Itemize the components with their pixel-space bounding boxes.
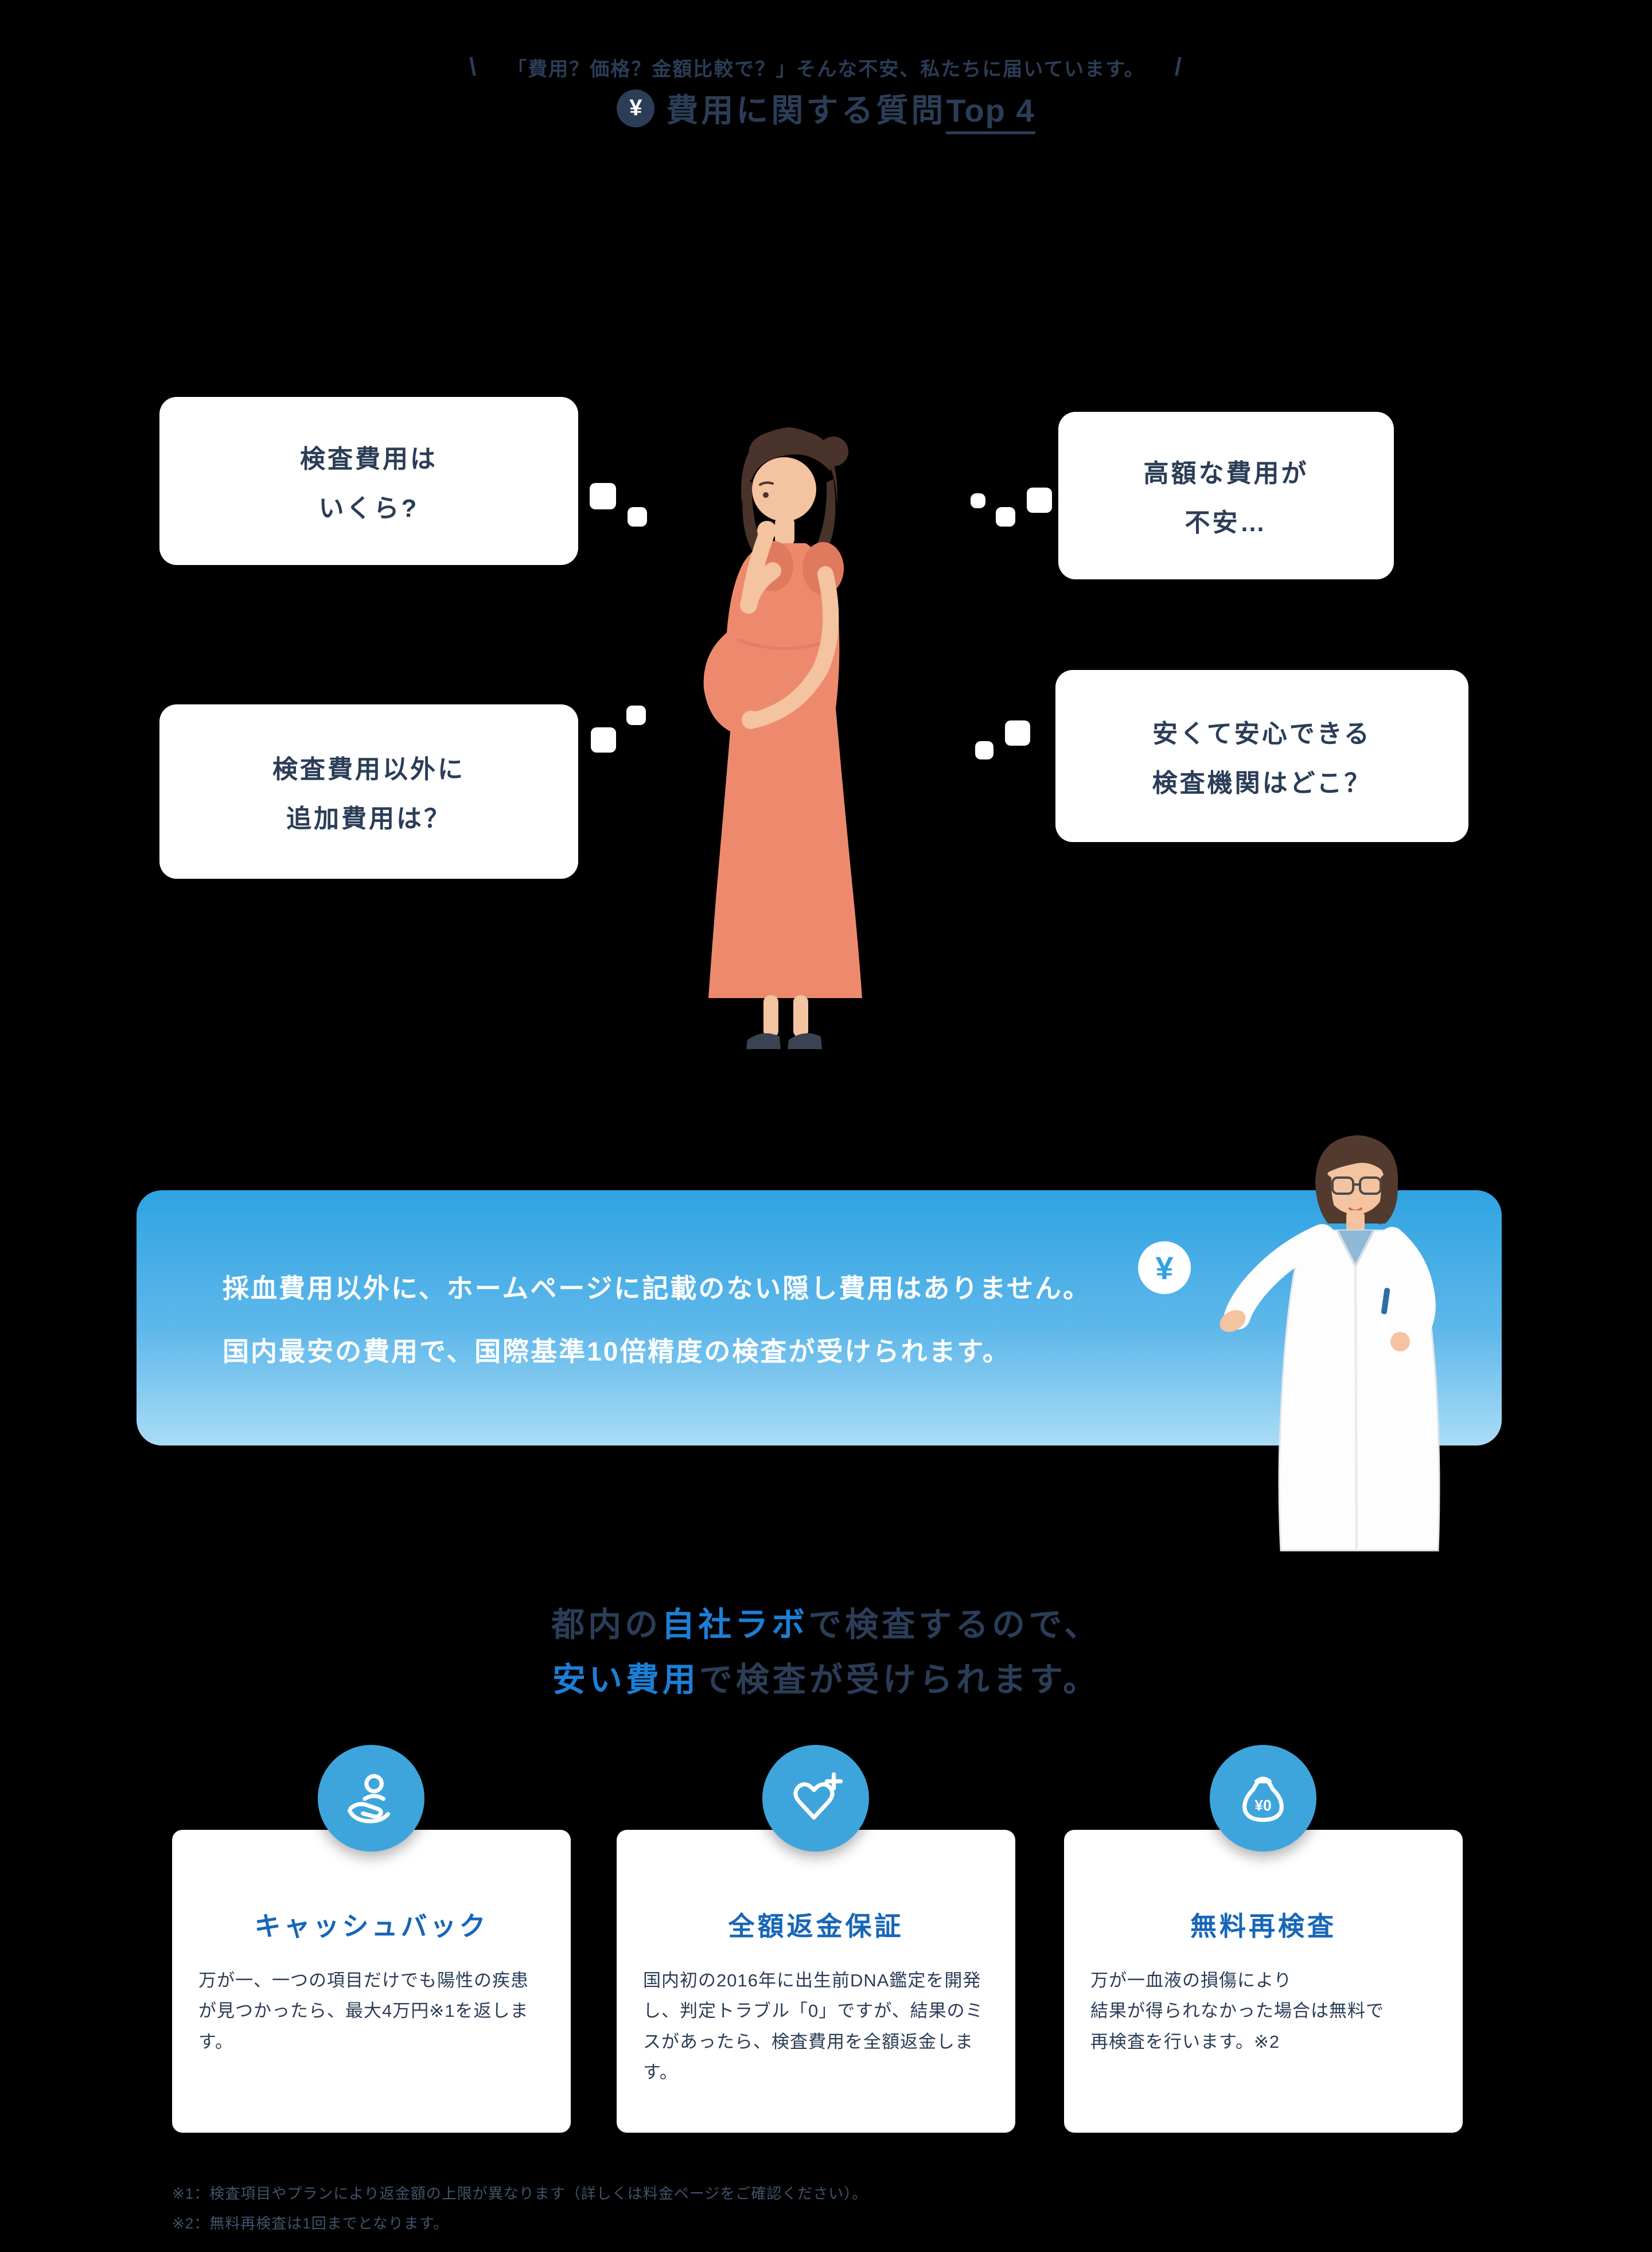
thought-dot <box>1027 488 1052 513</box>
card-body: 万が一、一つの項目だけでも陽性の疾患が見つかったら、最大4万円※1を返します。 <box>198 1970 529 2052</box>
woman-shoe <box>788 1033 822 1049</box>
tagline-text: 「費用？価格？金額比較で？」そんな不安、私たちに届いています。 <box>507 58 1145 80</box>
card-title: キャッシュバック <box>254 1911 489 1941</box>
heading2-text: で検査が受けられます。 <box>699 1661 1100 1698</box>
money-bag-icon: ¥0 <box>1210 1745 1316 1852</box>
heading-main-text: 費用に関する質問Top 4 <box>666 85 1035 134</box>
bubble-line: いくら? <box>318 494 419 523</box>
tagline: \ 「費用？価格？金額比較で？」そんな不安、私たちに届いています。 / <box>0 53 1652 81</box>
bubble-line: 検査機関はどこ？ <box>1152 769 1372 797</box>
money-bag-label: ¥0 <box>1254 1797 1271 1814</box>
doctor-shirt <box>1337 1230 1374 1266</box>
woman-hand-on-belly <box>742 711 760 729</box>
speech-bubble-extra-cost: 検査費用以外に 追加費用は？ <box>159 704 578 879</box>
yen-coin-icon: ¥ <box>1138 1241 1191 1294</box>
thought-dot <box>626 706 646 725</box>
speech-bubble-cheap-clinic: 安くて安心できる 検査機関はどこ？ <box>1055 670 1468 842</box>
decorative-slash-left: \ <box>469 53 478 81</box>
thought-dot <box>591 727 616 753</box>
bubble-line: 追加費用は？ <box>286 805 451 833</box>
bubble-line: 検査費用は <box>300 445 438 473</box>
thought-dot <box>996 507 1015 527</box>
decorative-slash-right: / <box>1174 53 1183 81</box>
doctor-pen <box>1381 1288 1390 1315</box>
heart-plus-icon <box>762 1745 869 1852</box>
footnotes: ※1：検査項目やプランにより返金額の上限が異なります（詳しくは料金ページをご確認… <box>172 2179 867 2238</box>
doctor-illustration <box>1219 1135 1440 1552</box>
doctor-open-hand <box>1219 1310 1246 1332</box>
yen-coin-icon: ¥ <box>617 89 655 127</box>
pregnant-woman-illustration <box>703 427 862 1049</box>
bubble-line: 安くて安心できる <box>1152 720 1372 748</box>
footnote-2: ※2：無料再検査は1回までとなります。 <box>172 2215 449 2232</box>
woman-face <box>752 457 816 521</box>
heading2-line-2: 安い費用で検査が受けられます。 <box>0 1653 1652 1708</box>
thought-dot <box>971 493 985 508</box>
section-heading-own-lab: 都内の自社ラボで検査するので、 安い費用で検査が受けられます。 <box>0 1598 1652 1707</box>
heading-text: 費用に関する質問 <box>666 92 946 128</box>
doctor-glasses <box>1331 1176 1382 1195</box>
cashback-hand-icon <box>318 1745 424 1852</box>
footnote-1: ※1：検査項目やプランにより返金額の上限が異なります（詳しくは料金ページをご確認… <box>172 2185 868 2202</box>
card-title: 全額返金保証 <box>728 1911 904 1941</box>
bubble-line: 高額な費用が <box>1143 459 1309 488</box>
feature-card-cashback: キャッシュバック 万が一、一つの項目だけでも陽性の疾患が見つかったら、最大4万円… <box>172 1830 571 2133</box>
woman-neck <box>775 516 794 546</box>
card-title: 無料再検査 <box>1190 1911 1337 1941</box>
thought-dot <box>628 507 647 527</box>
feature-card-free-retest: 無料再検査 万が一血液の損傷により 結果が得られなかった場合は無料で 再検査を行… <box>1064 1830 1463 2133</box>
woman-shoe <box>746 1033 781 1049</box>
heading2-line-1: 都内の自社ラボで検査するので、 <box>0 1598 1652 1653</box>
feature-card-full-refund: 全額返金保証 国内初の2016年に出生前DNA鑑定を開発し、判定トラブル「0」で… <box>617 1830 1015 2133</box>
answer-banner: 採血費用以外に、ホームページに記載のない隠し費用はありません。 国内最安の費用で… <box>137 1190 1502 1446</box>
card-body: 万が一血液の損傷により 結果が得られなかった場合は無料で 再検査を行います。※2 <box>1090 1970 1384 2052</box>
banner-line-2: 国内最安の費用で、国際基準10倍精度の検査が受けられます。 <box>223 1336 1011 1366</box>
bubble-line: 不安… <box>1185 509 1268 537</box>
heading2-text: で検査するので、 <box>808 1606 1101 1643</box>
speech-bubble-test-cost: 検査費用は いくら? <box>159 397 578 565</box>
heading2-highlight: 安い費用 <box>552 1661 699 1698</box>
heading2-text: 都内の <box>551 1606 662 1643</box>
thought-dot <box>590 483 616 509</box>
woman-hand-on-chin <box>757 521 777 540</box>
speech-bubble-high-cost: 高額な費用が 不安… <box>1058 412 1394 579</box>
section-heading-cost-questions: ¥ 費用に関する質問Top 4 <box>0 85 1652 134</box>
bubble-line: 検査費用以外に <box>272 755 465 784</box>
card-body: 国内初の2016年に出生前DNA鑑定を開発し、判定トラブル「0」ですが、結果のミ… <box>643 1970 984 2082</box>
thought-dot <box>975 741 993 759</box>
heading2-highlight: 自社ラボ <box>661 1606 809 1643</box>
banner-line-1: 採血費用以外に、ホームページに記載のない隠し費用はありません。 <box>223 1273 1091 1303</box>
heading-top4-underlined: Top 4 <box>946 92 1035 134</box>
doctor-hand-on-hip <box>1390 1332 1410 1351</box>
thought-dot <box>1005 720 1030 746</box>
